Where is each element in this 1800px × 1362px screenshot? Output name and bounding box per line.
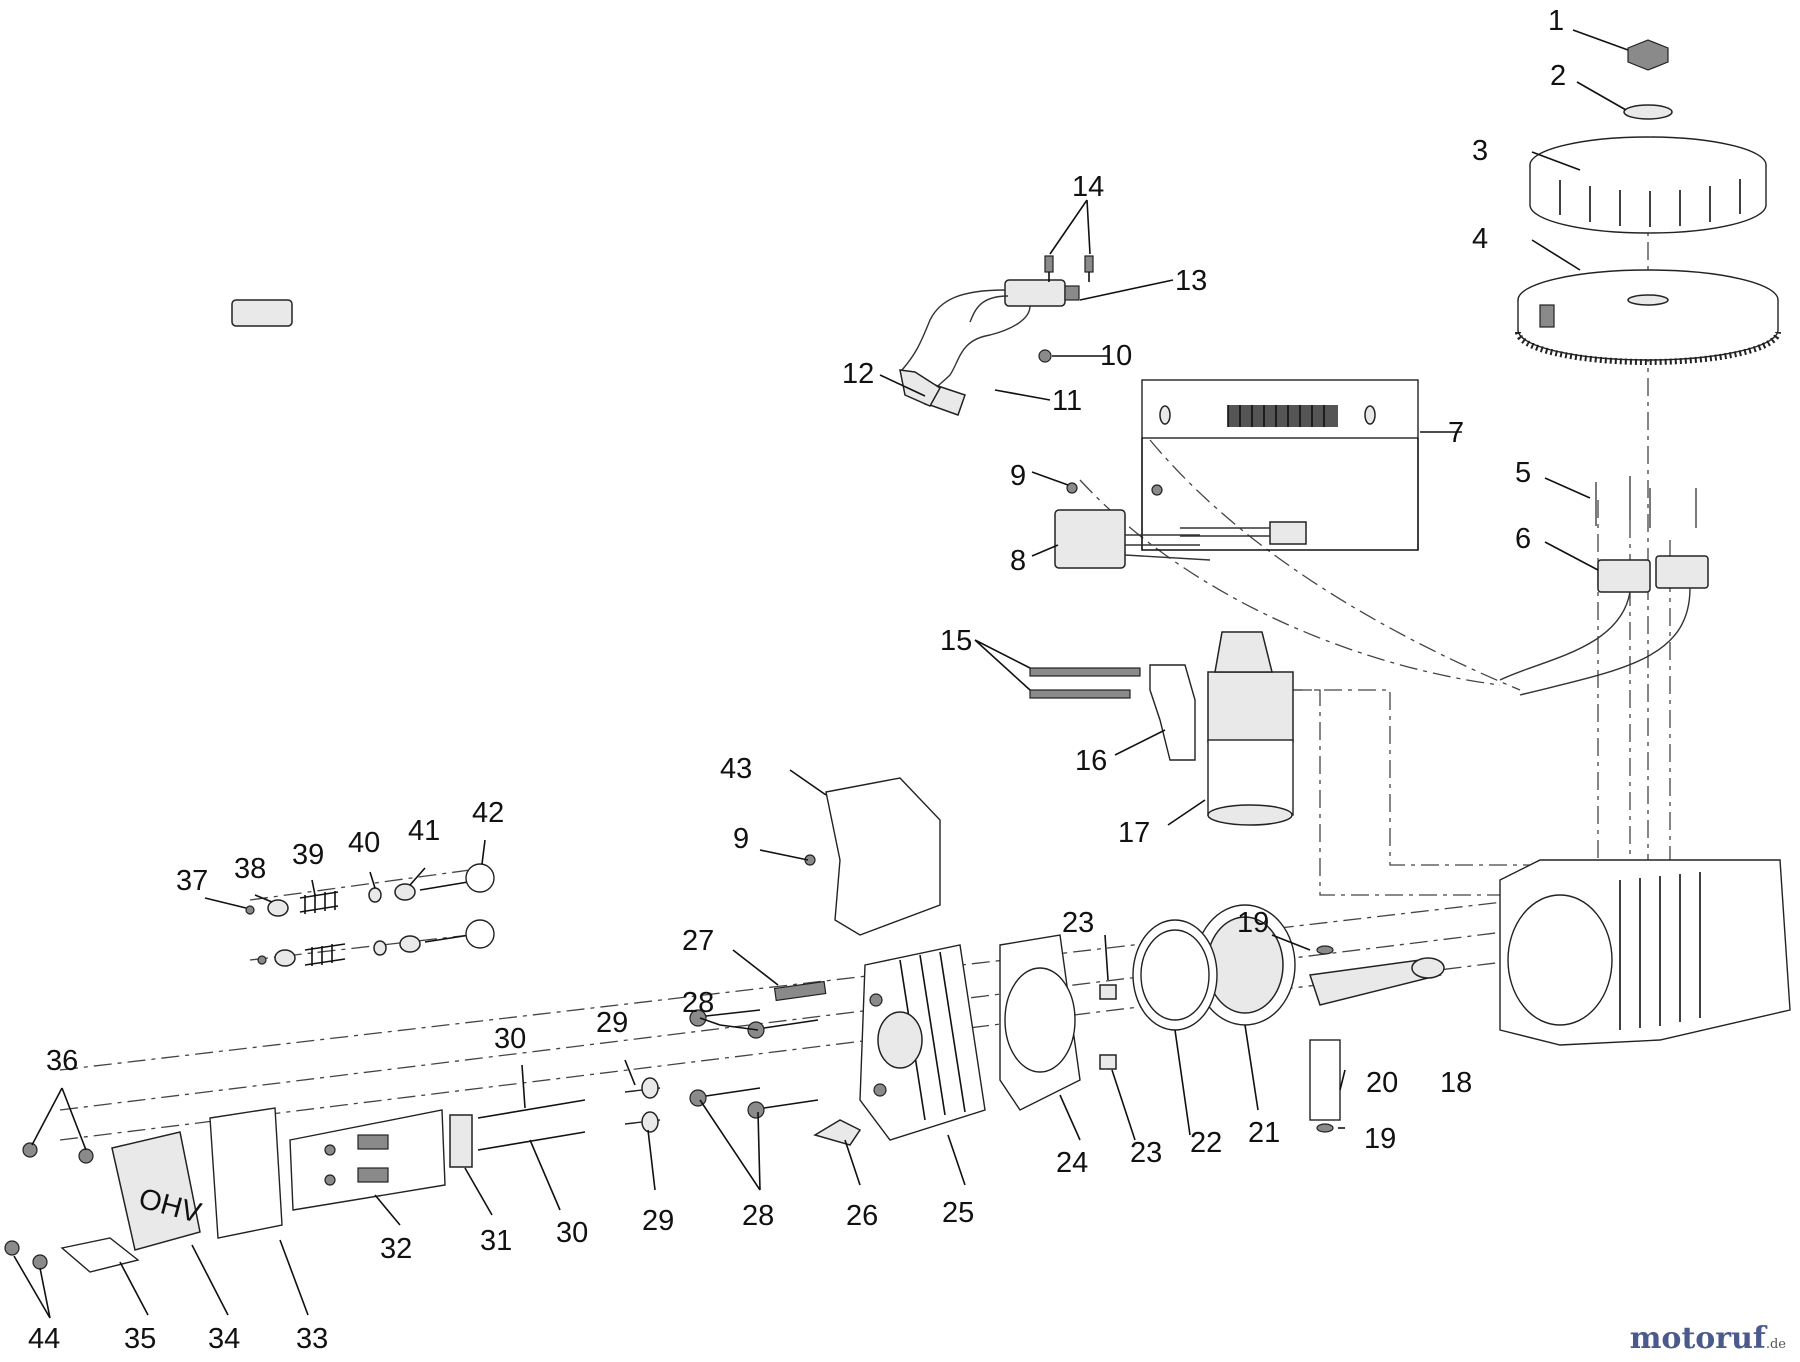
rocker-arm-guide: [449, 1114, 473, 1168]
cylinder-head: [859, 944, 986, 1141]
callout-29-lower: 29: [642, 1205, 674, 1237]
callout-40: 40: [348, 827, 380, 859]
callout-6: 6: [1515, 523, 1531, 555]
callout-9-upper: 9: [1010, 460, 1026, 492]
callout-43: 43: [720, 753, 752, 785]
callout-26: 26: [846, 1200, 878, 1232]
callout-27: 27: [682, 925, 714, 957]
nut: [1627, 39, 1669, 71]
callout-labels: 1 2 3 4 5 6 7 8 9 9 10 11 12 13 14 15 16…: [28, 5, 1566, 1355]
callout-15: 15: [940, 625, 972, 657]
voltage-regulator: [1054, 482, 1211, 569]
callout-4: 4: [1472, 223, 1488, 255]
watermark-logo: motoruf.de: [1630, 1321, 1786, 1356]
callout-35: 35: [124, 1323, 156, 1355]
callout-38: 38: [234, 853, 266, 885]
ignition-coil-group: [231, 255, 1094, 416]
watermark-brand: motoruf: [1629, 1321, 1766, 1356]
engine-block: [1499, 859, 1791, 1046]
callout-30-lower: 30: [556, 1217, 588, 1249]
flywheel-group: [1515, 39, 1781, 365]
callout-17: 17: [1118, 817, 1150, 849]
callout-21: 21: [1248, 1117, 1280, 1149]
washer: [1623, 104, 1673, 120]
callout-1: 1: [1548, 5, 1564, 37]
callout-42: 42: [472, 797, 504, 829]
callout-13: 13: [1175, 265, 1207, 297]
callout-28-lower: 28: [742, 1200, 774, 1232]
spark-plug: [773, 980, 827, 1002]
connecting-rod: [1309, 945, 1445, 1133]
callout-29-upper: 29: [596, 1007, 628, 1039]
callout-28-upper: 28: [682, 987, 714, 1019]
intake-gasket: [813, 1119, 862, 1146]
callout-12: 12: [842, 358, 874, 390]
callout-34: 34: [208, 1323, 240, 1355]
callout-2: 2: [1550, 60, 1566, 92]
head-bolts: [689, 1009, 819, 1119]
callout-9-lower: 9: [733, 823, 749, 855]
callout-8: 8: [1010, 545, 1026, 577]
callout-7: 7: [1448, 417, 1464, 449]
callout-39: 39: [292, 839, 324, 871]
callout-41: 41: [408, 815, 440, 847]
callout-23-upper: 23: [1062, 907, 1094, 939]
callout-16: 16: [1075, 745, 1107, 777]
callout-25: 25: [942, 1197, 974, 1229]
callout-10: 10: [1100, 340, 1132, 372]
callout-20: 20: [1366, 1067, 1398, 1099]
callout-32: 32: [380, 1233, 412, 1265]
callout-33: 33: [296, 1323, 328, 1355]
stator-box: [1141, 379, 1419, 551]
callout-37: 37: [176, 865, 208, 897]
valve-train: [245, 863, 495, 967]
rocker-cover-gasket: [209, 1107, 283, 1239]
callout-36: 36: [46, 1045, 78, 1077]
valve-lifters: [624, 1077, 661, 1133]
callout-23-lower: 23: [1130, 1137, 1162, 1169]
flywheel: [1515, 269, 1781, 365]
callout-19-lower: 19: [1364, 1123, 1396, 1155]
callout-5: 5: [1515, 457, 1531, 489]
ignition-coil: [231, 299, 293, 327]
push-rods: [477, 1099, 586, 1151]
rocker-plate: [289, 1109, 446, 1211]
piston-rings: [1132, 919, 1218, 1031]
callout-30-upper: 30: [494, 1023, 526, 1055]
cooling-fan: [1529, 136, 1767, 234]
leader-lines: [13, 29, 1629, 1319]
callout-22: 22: [1190, 1127, 1222, 1159]
starter-motor: [1029, 631, 1294, 826]
callout-3: 3: [1472, 135, 1488, 167]
callout-18: 18: [1440, 1067, 1472, 1099]
callout-24: 24: [1056, 1147, 1088, 1179]
callout-14: 14: [1072, 171, 1104, 203]
breather-bracket: [60, 1237, 140, 1273]
charge-coil: [1499, 476, 1709, 696]
callout-19-upper: 19: [1237, 907, 1269, 939]
watermark-tld: .de: [1765, 1337, 1786, 1352]
heat-shield: [825, 777, 941, 936]
valve-cover: OHV: [111, 1131, 205, 1251]
callout-31: 31: [480, 1225, 512, 1257]
callout-44: 44: [28, 1323, 60, 1355]
callout-11: 11: [1052, 385, 1082, 417]
